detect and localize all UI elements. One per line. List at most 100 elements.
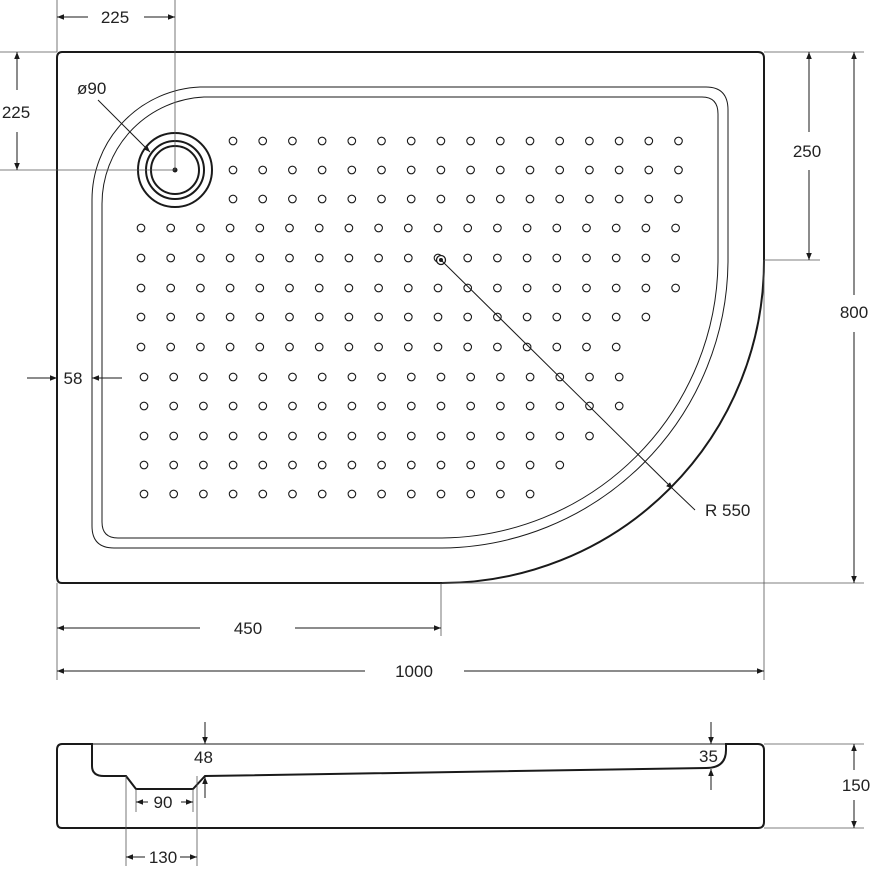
- anti-slip-dot: [139, 372, 149, 382]
- anti-slip-dot: [225, 253, 235, 263]
- anti-slip-dot: [671, 223, 680, 233]
- anti-slip-dot: [166, 342, 176, 352]
- anti-slip-dot: [403, 312, 413, 322]
- anti-slip-dot: [377, 194, 386, 204]
- anti-slip-dot: [466, 194, 475, 204]
- dim-130-section: 130: [149, 848, 177, 867]
- anti-slip-dot: [555, 460, 565, 470]
- anti-slip-dot: [377, 165, 386, 175]
- anti-slip-dot: [347, 401, 357, 411]
- anti-slip-dot: [552, 342, 562, 352]
- dim-arc-radius: R 550: [705, 501, 750, 520]
- anti-slip-dot: [406, 136, 416, 146]
- anti-slip-dot: [522, 312, 532, 322]
- anti-slip-dot: [288, 136, 297, 146]
- anti-slip-dot: [317, 194, 327, 204]
- anti-slip-dot: [406, 460, 416, 470]
- anti-slip-dot: [614, 165, 624, 175]
- anti-slip-dot: [166, 223, 176, 233]
- dim-450: 450: [234, 619, 262, 638]
- anti-slip-dot: [199, 372, 208, 382]
- anti-slip-dot: [199, 460, 208, 470]
- anti-slip-dot: [136, 283, 146, 293]
- anti-slip-dot: [288, 165, 297, 175]
- anti-slip-dot: [344, 253, 354, 263]
- anti-slip-dot: [347, 431, 357, 441]
- anti-slip-dot: [525, 489, 535, 499]
- dim-250: 250: [793, 142, 821, 161]
- anti-slip-dot: [614, 372, 624, 382]
- anti-slip-dot: [495, 136, 505, 146]
- anti-slip-dot: [344, 223, 354, 233]
- anti-slip-dot: [166, 253, 176, 263]
- anti-slip-dot: [555, 194, 565, 204]
- anti-slip-dot: [493, 253, 502, 263]
- anti-slip-dot: [377, 489, 386, 499]
- anti-slip-dot: [347, 136, 357, 146]
- anti-slip-dot: [228, 460, 238, 470]
- anti-slip-dot: [674, 136, 683, 146]
- anti-slip-dot: [169, 372, 179, 382]
- anti-slip-dot: [225, 312, 235, 322]
- anti-slip-dot: [496, 431, 505, 441]
- anti-slip-dot: [139, 489, 149, 499]
- anti-slip-dot: [166, 283, 176, 293]
- anti-slip-dot: [496, 489, 505, 499]
- anti-slip-dot: [258, 136, 268, 146]
- anti-slip-dot: [495, 165, 505, 175]
- anti-slip-dot: [317, 165, 327, 175]
- anti-slip-dot: [288, 489, 297, 499]
- anti-slip-dot: [641, 312, 651, 322]
- anti-slip-dot: [317, 489, 327, 499]
- anti-slip-dot: [641, 283, 651, 293]
- anti-slip-dot: [555, 401, 565, 411]
- anti-slip-dot: [555, 431, 565, 441]
- anti-slip-dot: [466, 489, 476, 499]
- anti-slip-dot: [436, 165, 446, 175]
- anti-slip-dot: [374, 283, 383, 293]
- anti-slip-dot: [493, 312, 502, 322]
- anti-slip-dot: [169, 460, 179, 470]
- anti-slip-dot: [169, 431, 179, 441]
- dim-48: 48: [194, 748, 213, 767]
- anti-slip-dot: [611, 253, 621, 263]
- dim-58: 58: [64, 369, 83, 388]
- anti-slip-dot: [436, 194, 446, 204]
- anti-slip-dot: [525, 460, 535, 470]
- anti-slip-dot: [317, 136, 327, 146]
- anti-slip-dot: [258, 460, 268, 470]
- anti-slip-dot: [288, 401, 297, 411]
- anti-slip-dot: [466, 372, 476, 382]
- anti-slip-dot: [436, 401, 446, 411]
- anti-slip-dot: [525, 401, 535, 411]
- dim-225-left: 225: [2, 103, 30, 122]
- anti-slip-dot: [136, 253, 146, 263]
- anti-slip-dot: [258, 372, 268, 382]
- anti-slip-dot: [169, 489, 179, 499]
- anti-slip-dot: [314, 342, 324, 352]
- anti-slip-dot: [403, 253, 413, 263]
- dim-150-section: 150: [842, 776, 870, 795]
- basin-inner-outline-1: [91, 86, 729, 549]
- anti-slip-dot: [585, 194, 594, 204]
- anti-slip-dot: [377, 372, 386, 382]
- anti-slip-dot: [347, 165, 357, 175]
- anti-slip-dot: [582, 283, 591, 293]
- dim-35: 35: [699, 747, 718, 766]
- anti-slip-dot: [555, 136, 565, 146]
- anti-slip-dot: [347, 372, 357, 382]
- anti-slip-dot: [585, 136, 594, 146]
- anti-slip-dot: [196, 312, 205, 322]
- anti-slip-dot: [466, 165, 475, 175]
- anti-slip-dot: [317, 431, 327, 441]
- anti-slip-dot: [255, 223, 265, 233]
- anti-slip-dot: [347, 194, 357, 204]
- anti-slip-dot: [344, 312, 354, 322]
- anti-slip-dot: [644, 136, 654, 146]
- anti-slip-dot: [522, 253, 532, 263]
- anti-slip-dot: [614, 194, 624, 204]
- anti-slip-dot: [374, 253, 383, 263]
- anti-slip-dot: [555, 165, 565, 175]
- anti-slip-dot: [288, 460, 297, 470]
- anti-slip-dot: [522, 223, 532, 233]
